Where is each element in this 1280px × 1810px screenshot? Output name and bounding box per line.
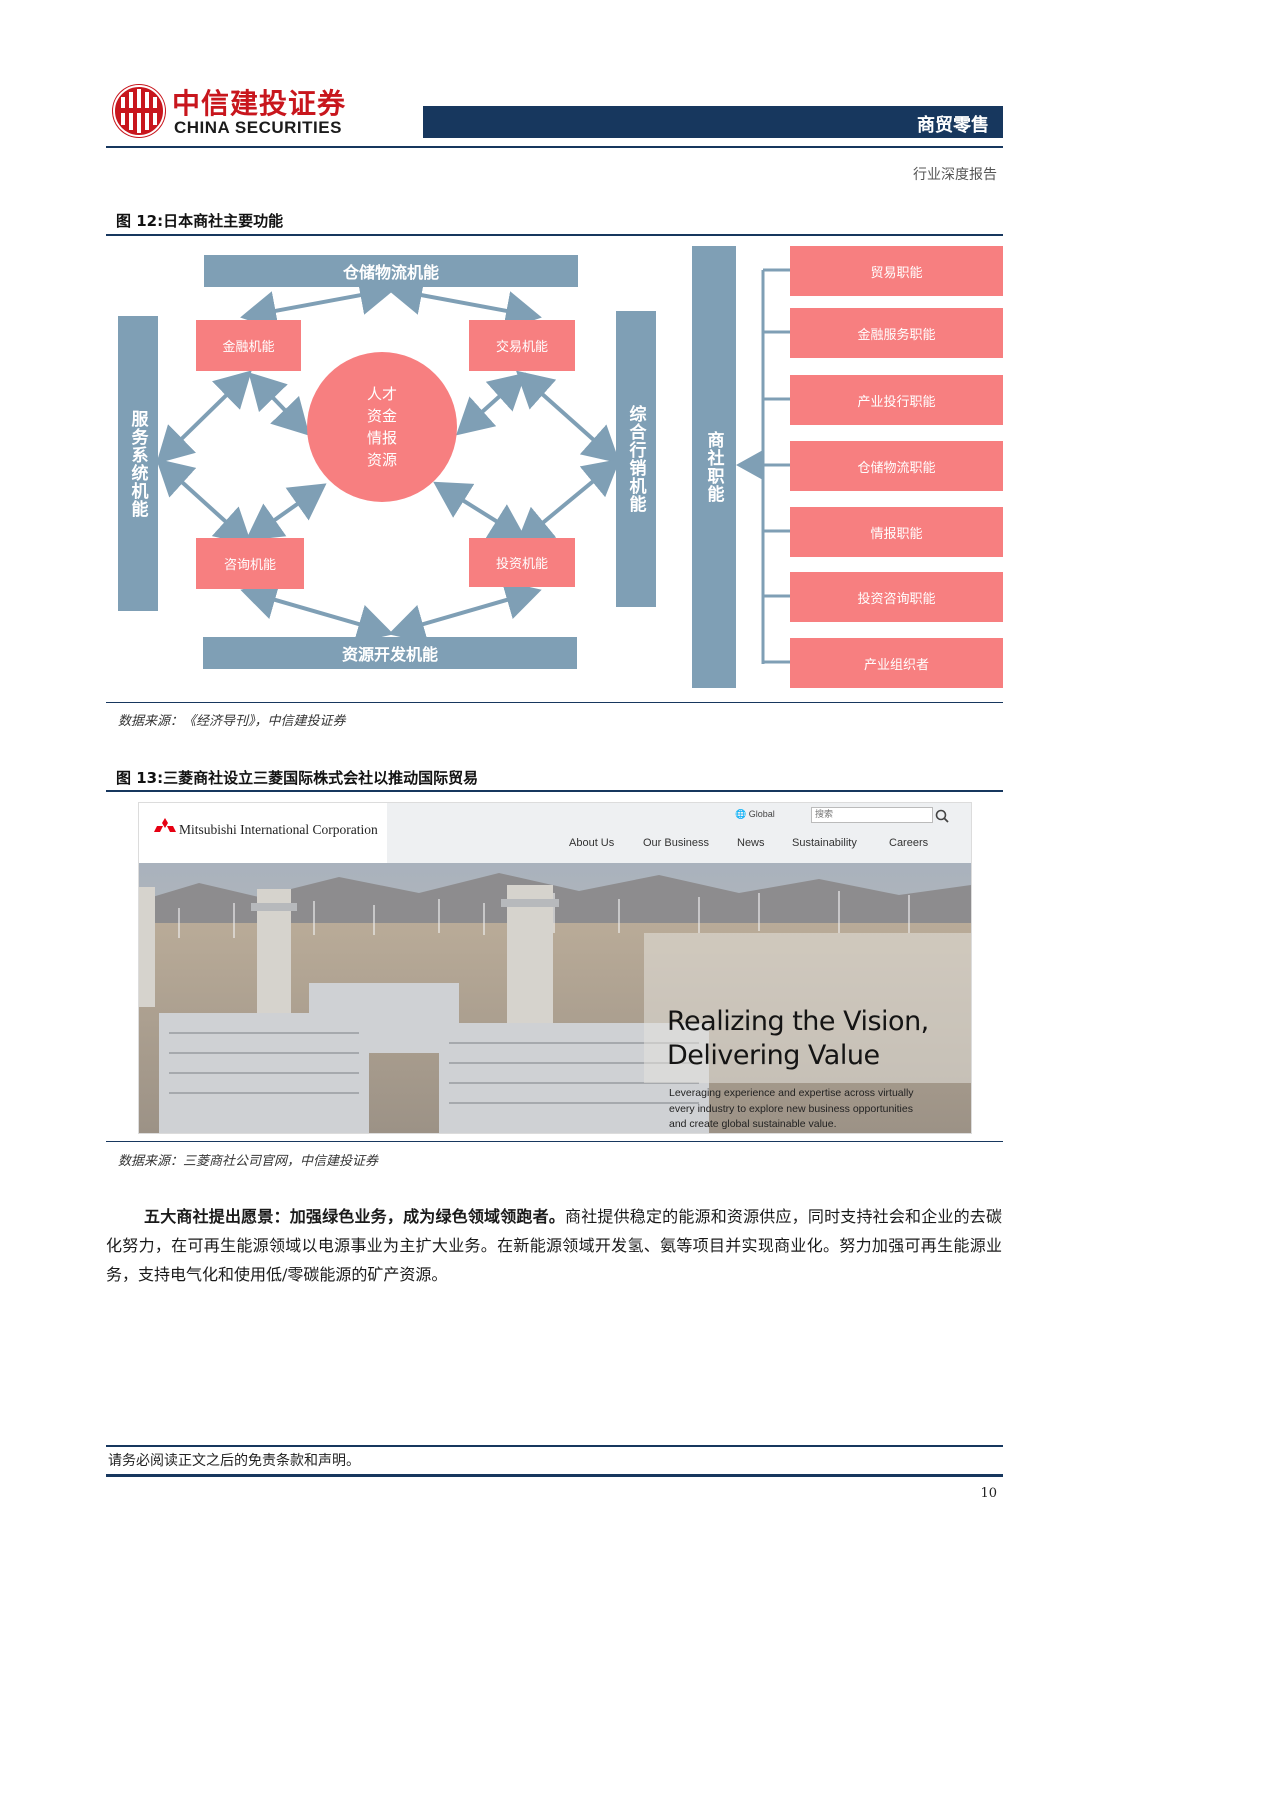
disclaimer: 请务必阅读正文之后的免责条款和声明。 [108,1453,360,1469]
search-icon[interactable] [935,809,949,823]
hero-industrial-photo: Realizing the Vision, Delivering Value L… [139,863,971,1133]
figure-13-bottom-rule [106,1141,1003,1142]
logo-english-name: CHINA SECURITIES [174,118,342,137]
figure-12-bottom-rule [106,702,1003,703]
nav-our-business[interactable]: Our Business [643,837,710,849]
bar-integrated-marketing: 综合行销机能 [616,311,656,607]
header-rule [106,146,1003,148]
box-finance: 金融机能 [196,320,301,371]
figure-12-arrows [156,275,621,644]
global-label: Global [748,809,775,819]
page-number: 10 [980,1486,997,1501]
hero-subtitle-line-3: and create global sustainable value. [669,1118,837,1130]
box-investment: 投资机能 [469,538,575,587]
function-intelligence: 情报职能 [790,507,1003,557]
figure-12-top-rule [106,234,1003,236]
function-storage-logistics: 仓储物流职能 [790,441,1003,491]
footer-top-rule [106,1445,1003,1447]
function-financial-services: 金融服务职能 [790,308,1003,358]
box-trade: 交易机能 [469,320,575,371]
body-paragraph: 五大商社提出愿景：加强绿色业务，成为绿色领域领跑者。商社提供稳定的能源和资源供应… [106,1202,1002,1289]
figure-13-title: 图 13:三菱商社设立三菱国际株式会社以推动国际贸易 [116,769,479,787]
bar-service-system: 服务系统机能 [118,316,158,611]
sector-banner: 商贸零售 [423,106,1003,138]
site-search-input[interactable] [811,807,933,823]
function-investment-consulting: 投资咨询职能 [790,572,1003,622]
logo-icon [112,84,166,138]
figure-12-title: 图 12:日本商社主要功能 [116,212,284,230]
box-consulting: 咨询机能 [196,538,304,589]
report-type: 行业深度报告 [913,167,997,183]
hero-subtitle: Leveraging experience and expertise acro… [669,1086,969,1133]
function-industrial-investment-banking: 产业投行职能 [790,375,1003,425]
function-industry-organizer: 产业组织者 [790,638,1003,688]
figure-13-source: 数据来源：三菱商社公司官网，中信建投证券 [118,1154,379,1169]
bar-trading-company-functions: 商社职能 [692,246,736,688]
paragraph-lead: 五大商社提出愿景：加强绿色业务，成为绿色领域领跑者。 [144,1207,565,1226]
mitsubishi-diamonds-icon [154,818,176,832]
center-line-talent: 人才 [366,385,397,403]
site-brand: Mitsubishi International Corporation [179,822,378,837]
figure-12-source: 数据来源：《经济导刊》，中信建投证券 [118,714,346,729]
bar-storage-logistics: 仓储物流机能 [204,255,578,287]
paragraph-body: 商社提供稳定的能源和资源供应，同时支持社会和企业的去碳化努力，在可再生能源领域以… [106,1207,1002,1284]
center-line-resources: 资源 [366,451,397,469]
center-resources-circle: 人才 资金 情报 资源 [307,352,457,502]
bar-resource-development: 资源开发机能 [203,637,577,669]
global-selector[interactable]: 🌐 Global [735,809,775,820]
footer-bottom-rule [106,1474,1003,1477]
nav-careers[interactable]: Careers [889,837,929,849]
center-line-information: 情报 [366,429,397,447]
nav-news[interactable]: News [737,837,765,849]
logo-chinese-name: 中信建投证券 [172,87,347,120]
hero-title: Realizing the Vision, Delivering Value [667,1005,929,1073]
sector-label: 商贸零售 [917,115,989,136]
site-header: Mitsubishi International Corporation 🌐 G… [139,803,971,863]
hero-title-line-1: Realizing the Vision, [667,1006,929,1037]
nav-sustainability[interactable]: Sustainability [792,837,857,849]
nav-about-us[interactable]: About Us [569,837,615,849]
hero-title-line-2: Delivering Value [667,1040,880,1071]
functions-connector [736,268,790,664]
figure-13-top-rule [106,790,1003,792]
hero-subtitle-line-1: Leveraging experience and expertise acro… [669,1087,914,1099]
center-line-capital: 资金 [366,407,397,425]
website-screenshot: Mitsubishi International Corporation 🌐 G… [138,802,972,1134]
function-trade: 贸易职能 [790,246,1003,296]
globe-icon: 🌐 [735,809,747,819]
hero-subtitle-line-2: every industry to explore new business o… [669,1102,913,1115]
